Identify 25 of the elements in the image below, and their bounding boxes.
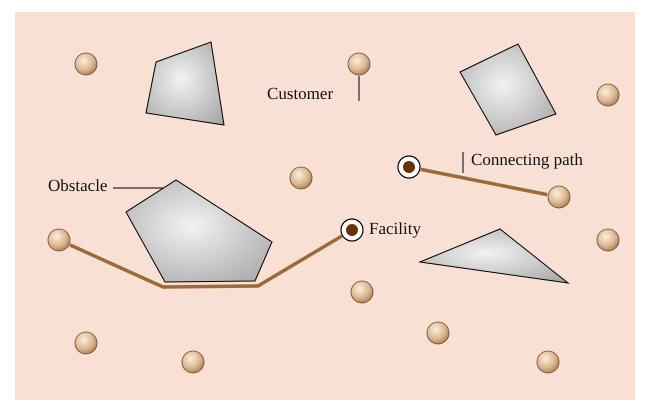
customer-marker <box>48 228 70 252</box>
customer-marker <box>350 280 374 304</box>
customer-marker <box>596 84 620 106</box>
customer-marker <box>74 332 98 354</box>
customer-marker <box>426 322 450 344</box>
connecting-path <box>69 234 343 289</box>
customer-marker <box>536 350 560 374</box>
customer-marker <box>348 52 370 76</box>
facility-marker <box>397 155 421 179</box>
customer-marker <box>290 166 312 190</box>
obstacle-shape <box>459 43 557 136</box>
leader-line <box>358 76 360 102</box>
customer-marker <box>548 186 570 208</box>
customer-marker <box>596 228 620 252</box>
facility-marker <box>340 218 364 242</box>
obstacle-shape <box>145 41 225 126</box>
leader-line <box>462 152 464 174</box>
obstacle-label: Obstacle <box>48 176 108 196</box>
obstacle-shape <box>125 179 273 282</box>
path-label: Connecting path <box>471 150 583 170</box>
customer-label: Customer <box>267 84 334 104</box>
customer-marker <box>74 52 98 76</box>
connecting-path <box>420 168 548 196</box>
customer-marker <box>182 350 204 374</box>
facility-label: Facility <box>369 219 421 239</box>
